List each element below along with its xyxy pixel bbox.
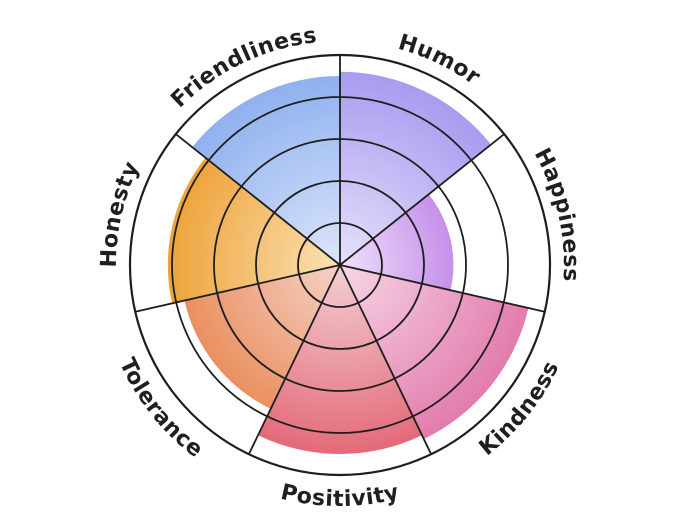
spoke-6 [135,264,341,313]
sector-kindness [340,265,529,440]
label-tolerance: Tolerance [114,354,208,463]
sector-honesty [167,157,340,304]
chart-sectors [167,71,529,454]
sector-humor [340,71,492,265]
sector-friendliness [192,76,340,265]
spoke-3 [339,264,545,313]
label-positivity: Positivity [278,480,401,512]
label-happiness: Happiness [529,144,583,282]
spoke-2 [339,133,505,266]
spoke-5 [248,264,341,455]
spoke-4 [339,264,432,455]
chart-grid [128,53,552,477]
sector-happiness [340,194,454,291]
sector-tolerance [184,265,340,409]
spoke-7 [175,133,341,266]
sector-positivity [258,265,422,454]
